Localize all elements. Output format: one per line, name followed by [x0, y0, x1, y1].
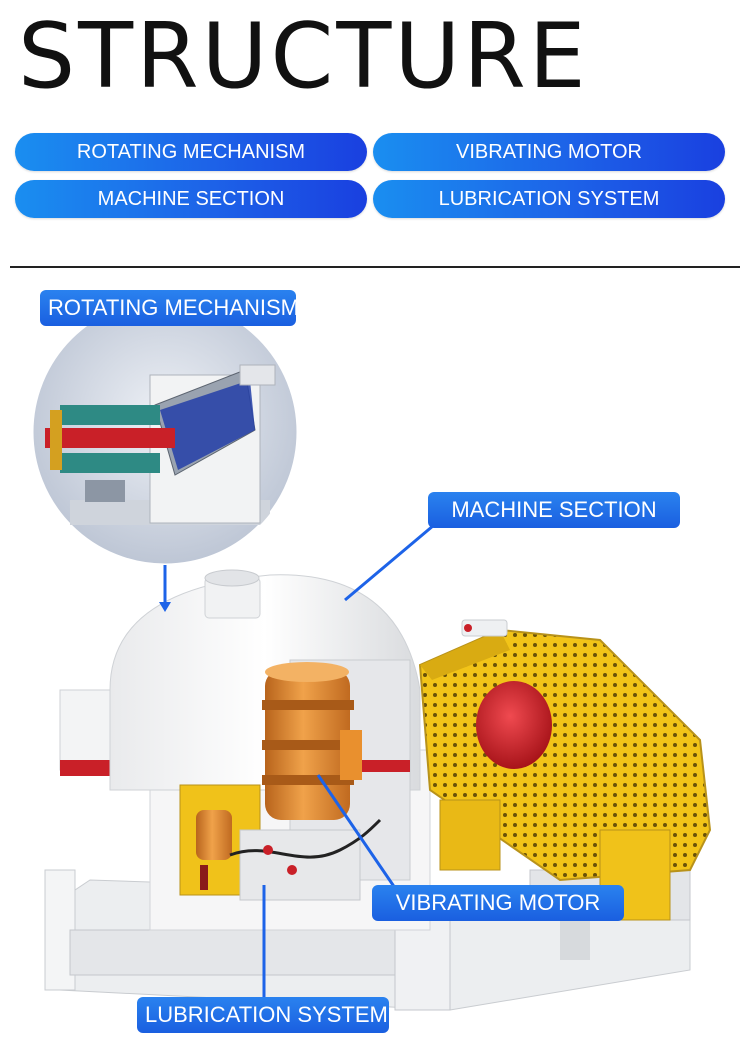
machine-illustration: ROTATING MECHANISM MACHINE SECTION VIBRA…: [0, 270, 750, 1052]
section-divider: [10, 266, 740, 268]
rotating-mechanism-callout: ROTATING MECHANISM: [40, 290, 299, 326]
vibrating-motor-button[interactable]: VIBRATING MOTOR: [373, 133, 725, 171]
lubrication-system-callout: LUBRICATION SYSTEM: [137, 997, 389, 1033]
arrow-pointer-icon: [159, 602, 171, 612]
machine-drawing: [30, 297, 712, 1011]
vibrating-motor-callout: VIBRATING MOTOR: [372, 885, 624, 921]
rotating-mechanism-button[interactable]: ROTATING MECHANISM: [15, 133, 367, 171]
lubrication-system: [179, 784, 382, 901]
machine-section-callout: MACHINE SECTION: [428, 492, 680, 528]
vibrating-motor-leader: [316, 774, 397, 889]
machine-section-leader: [344, 518, 441, 602]
vibrating-motor: [262, 662, 362, 820]
lubrication-system-button[interactable]: LUBRICATION SYSTEM: [373, 180, 725, 218]
machine-section-button[interactable]: MACHINE SECTION: [15, 180, 367, 218]
yellow-guard: [418, 619, 712, 921]
page-title: STRUCTURE: [18, 4, 589, 109]
rotating-mechanism-zoom: [30, 297, 300, 612]
